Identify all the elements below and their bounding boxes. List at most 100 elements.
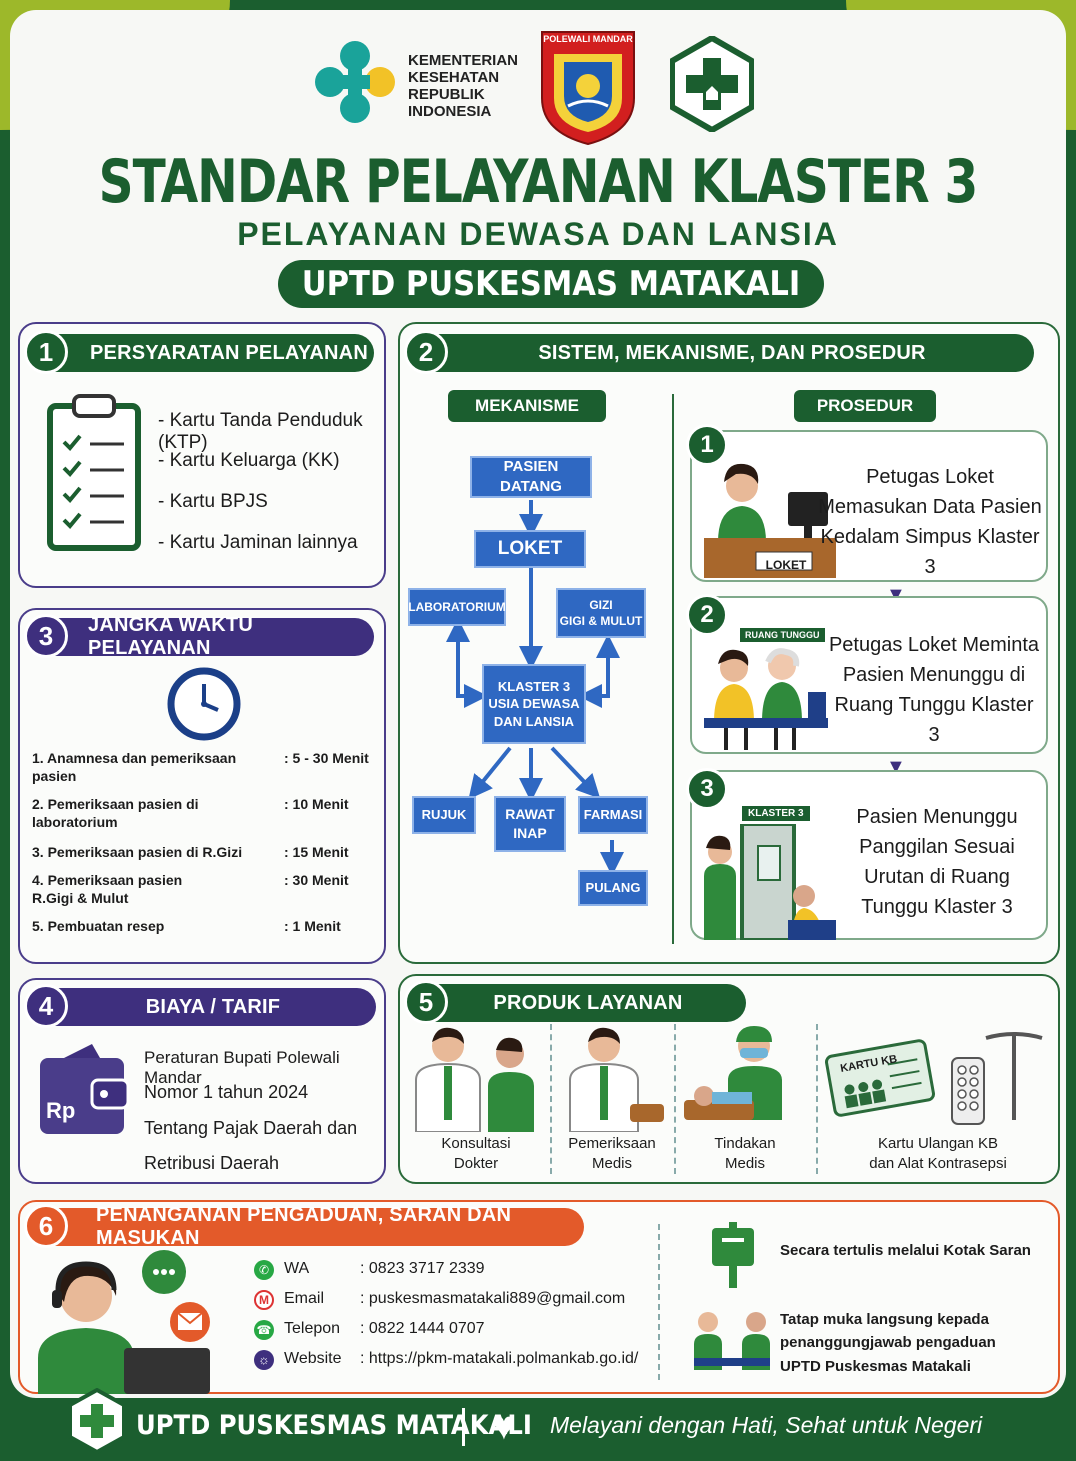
flow-arrows — [446, 500, 624, 876]
gmail-icon: M — [254, 1290, 274, 1310]
section-5-header: PRODUK LAYANAN — [430, 984, 746, 1022]
step-3-tag: KLASTER 3 — [742, 806, 810, 821]
whatsapp-icon: ✆ — [254, 1260, 274, 1280]
contact-label: WA — [284, 1260, 310, 1277]
contact-label: Website — [284, 1350, 342, 1367]
contact-value-website[interactable]: : https://pkm-matakali.polmankab.go.id/ — [360, 1350, 639, 1367]
section-5-title: PRODUK LAYANAN — [493, 991, 683, 1014]
time-row-value: : 10 Menit — [284, 796, 349, 812]
time-row-label: 1. Anamnesa dan pemeriksaan pasien — [32, 750, 237, 784]
fee-line: Nomor 1 tahun 2024 — [144, 1082, 309, 1102]
time-row-label: 3. Pemeriksaan pasien di R.Gizi — [32, 844, 243, 860]
requirement-item: - Kartu Jaminan lainnya — [158, 532, 358, 553]
time-row-value: : 1 Menit — [284, 918, 341, 934]
panel-complaints: PENANGANAN PENGADUAN, SARAN DAN MASUKAN … — [18, 1200, 1060, 1394]
contact-value-phone[interactable]: : 0822 1444 0707 — [360, 1320, 485, 1337]
step-2-tag: RUANG TUNGGU — [740, 628, 825, 642]
kemenkes-logo — [310, 36, 400, 128]
section-2-title: SISTEM, MEKANISME, DAN PROSEDUR — [538, 341, 926, 364]
waiting-room-illustration — [700, 642, 832, 752]
contact-value-email[interactable]: : puskesmasmatakali889@gmail.com — [360, 1290, 626, 1307]
clipboard-icon — [44, 388, 144, 552]
product-divider — [674, 1024, 676, 1174]
step-1-number: 1 — [686, 424, 728, 466]
section-2-number: 2 — [404, 330, 448, 374]
section-3-number: 3 — [24, 614, 68, 658]
section-2-header: SISTEM, MEKANISME, DAN PROSEDUR — [430, 334, 1034, 372]
regency-emblem — [538, 28, 638, 146]
contraceptive-icon — [946, 1026, 1050, 1130]
section-6-header: PENANGANAN PENGADUAN, SARAN DAN MASUKAN — [50, 1204, 584, 1249]
time-row-value: : 5 - 30 Menit — [284, 750, 369, 766]
page-title: STANDAR PELAYANAN KLASTER 3 — [98, 146, 979, 217]
step-3-number: 3 — [686, 768, 728, 810]
heart-icon: ♥ — [492, 1404, 516, 1448]
section-4-title: BIAYA / TARIF — [145, 995, 281, 1018]
panel-products: PRODUK LAYANAN 5 — [398, 974, 1060, 1184]
product-caption: Konsultasi Dokter — [441, 1135, 511, 1173]
requirement-item: - Kartu Keluarga (KK) — [158, 450, 340, 471]
contact-label: Telepon — [284, 1320, 341, 1337]
time-row-value: : 15 Menit — [284, 844, 349, 860]
doctor-consultation-illustration — [410, 1024, 540, 1133]
suggestion-box-icon — [710, 1220, 756, 1290]
poster-page: KEMENTERIAN KESEHATAN REPUBLIK INDONESIA… — [10, 10, 1066, 1398]
section-5-number: 5 — [404, 980, 448, 1024]
section-3-title: JANGKA WAKTU PELAYANAN — [88, 614, 253, 659]
globe-icon: ☼ — [254, 1350, 274, 1370]
wallet-icon — [38, 1040, 132, 1136]
mekanisme-label: MEKANISME — [448, 390, 606, 422]
regency-label: POLEWALI MANDAR — [543, 34, 633, 44]
footer-tagline: Melayani dengan Hati, Sehat untuk Negeri — [550, 1412, 983, 1438]
section-3-header: JANGKA WAKTU PELAYANAN — [50, 614, 374, 659]
time-row-label: 4. Pemeriksaan pasien R.Gigi & Mulut — [32, 872, 183, 906]
panel-system: SISTEM, MEKANISME, DAN PROSEDUR 2 MEKANI… — [398, 322, 1060, 964]
fee-line: Tentang Pajak Daerah dan — [144, 1118, 358, 1138]
step-2-text: Petugas Loket Meminta Pasien Menunggu di… — [828, 634, 1040, 746]
step-1-text: Petugas Loket Memasukan Data Pasien Keda… — [818, 466, 1042, 578]
complaint-divider — [658, 1224, 660, 1380]
product-caption: Tindakan Medis — [714, 1135, 776, 1173]
contact-label: Email — [284, 1290, 325, 1307]
flow-pulang: PULANG — [578, 870, 648, 906]
product-divider — [550, 1024, 552, 1174]
flow-loket: LOKET — [474, 530, 586, 568]
product-divider — [816, 1024, 818, 1174]
time-row-value: : 30 Menit — [284, 872, 349, 888]
step-2-number: 2 — [686, 594, 728, 636]
section-6-number: 6 — [24, 1204, 68, 1248]
kb-card-icon — [823, 1037, 937, 1118]
procedure-step-1: LOKET Petugas Loket Memasukan Data Pasie… — [690, 430, 1048, 582]
clinic-door-illustration — [700, 822, 840, 942]
section-1-header: PERSYARATAN PELAYANAN — [50, 334, 374, 372]
contact-value-wa[interactable]: : 0823 3717 2339 — [360, 1260, 485, 1277]
section-4-number: 4 — [24, 984, 68, 1028]
prosedur-label: PROSEDUR — [794, 390, 936, 422]
footer-org: UPTD PUSKESMAS MATAKALI — [136, 1410, 532, 1441]
medical-exam-illustration — [560, 1024, 668, 1133]
procedure-step-3: KLASTER 3 Pasien Menunggu Panggilan Sesu… — [690, 770, 1048, 942]
footer-divider — [462, 1408, 465, 1446]
fee-line: Retribusi Daerah — [144, 1153, 280, 1173]
panel-fees: BIAYA / TARIF 4 Rp Peraturan Bupati Pole… — [18, 978, 386, 1184]
medical-treatment-illustration — [682, 1020, 808, 1132]
section-4-header: BIAYA / TARIF — [50, 988, 376, 1026]
time-row-label: 2. Pemeriksaan pasien di laboratorium — [32, 796, 199, 830]
flow-laboratorium: LABORATORIUM — [408, 588, 506, 626]
panel-service-time: JANGKA WAKTU PELAYANAN 3 1. Anamnesa dan… — [18, 608, 386, 964]
face-to-face-icon — [692, 1308, 772, 1370]
step-3-text: Pasien Menunggu Panggilan Sesuai Urutan … — [856, 806, 1018, 918]
time-row-label: 5. Pembuatan resep — [32, 918, 165, 934]
phone-icon: ☎ — [254, 1320, 274, 1340]
requirement-item: - Kartu BPJS — [158, 491, 268, 512]
section-1-title: PERSYARATAN PELAYANAN — [90, 341, 368, 364]
column-divider — [672, 394, 674, 944]
direct-complaint-text: Tatap muka langsung kepada penanggungjaw… — [780, 1311, 996, 1375]
procedure-step-2: RUANG TUNGGU Petugas Loket Meminta Pasie… — [690, 596, 1048, 754]
flow-gizi: GIZI GIGI & MULUT — [556, 588, 646, 638]
flow-klaster: KLASTER 3 USIA DEWASA DAN LANSIA — [482, 664, 586, 744]
flow-farmasi: FARMASI — [578, 796, 648, 834]
page-subtitle: PELAYANAN DEWASA DAN LANSIA — [237, 216, 839, 252]
org-banner: UPTD PUSKESMAS MATAKALI — [278, 260, 824, 308]
counter-staff-illustration — [700, 452, 840, 580]
